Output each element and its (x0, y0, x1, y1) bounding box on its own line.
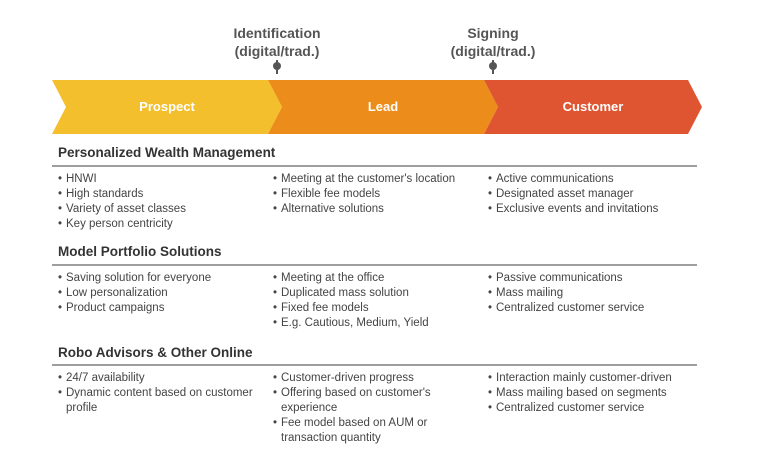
bullet-item: Mass mailing based on segments (488, 386, 693, 401)
bullet-list-lead: Customer-driven progressOffering based o… (273, 371, 448, 446)
bullet-item: Fee model based on AUM or transaction qu… (273, 416, 448, 446)
bullet-item: Designated asset manager (488, 187, 693, 202)
section-divider (52, 165, 697, 167)
process-stages (52, 80, 702, 134)
bullet-list-prospect: 24/7 availabilityDynamic content based o… (58, 371, 263, 416)
bullet-item: Low personalization (58, 286, 258, 301)
bullet-item: E.g. Cautious, Medium, Yield (273, 316, 478, 331)
bullet-list-customer: Interaction mainly customer-drivenMass m… (488, 371, 693, 416)
stage-lead-chevron (268, 80, 498, 134)
bullet-item: 24/7 availability (58, 371, 263, 386)
bullet-list-customer: Active communicationsDesignated asset ma… (488, 172, 693, 217)
bullet-item: High standards (58, 187, 258, 202)
stage-prospect-chevron (52, 80, 282, 134)
bullet-item: Exclusive events and invitations (488, 202, 693, 217)
bullet-item: Fixed fee models (273, 301, 478, 316)
milestone-identification-subtitle: (digital/trad.) (234, 43, 320, 59)
stage-customer-chevron (484, 80, 702, 134)
section-title-personalized-wealth: Personalized Wealth Management (58, 145, 276, 160)
milestone-signing: Signing (digital/trad.) (418, 24, 568, 60)
bullet-item: Dynamic content based on customer profil… (58, 386, 263, 416)
bullet-item: Passive communications (488, 271, 693, 286)
bullet-item: Key person centricity (58, 217, 258, 232)
bullet-item: HNWI (58, 172, 258, 187)
bullet-item: Interaction mainly customer-driven (488, 371, 693, 386)
milestone-identification-marker-dot (273, 62, 281, 70)
bullet-item: Centralized customer service (488, 301, 693, 316)
bullet-list-customer: Passive communicationsMass mailingCentra… (488, 271, 693, 316)
section-title-robo-advisors: Robo Advisors & Other Online (58, 345, 253, 360)
bullet-item: Alternative solutions (273, 202, 478, 217)
bullet-item: Meeting at the office (273, 271, 478, 286)
bullet-item: Saving solution for everyone (58, 271, 258, 286)
stage-lead-label: Lead (367, 99, 399, 114)
section-title-model-portfolio: Model Portfolio Solutions (58, 244, 222, 259)
bullet-item: Duplicated mass solution (273, 286, 478, 301)
bullet-item: Mass mailing (488, 286, 693, 301)
bullet-item: Meeting at the customer's location (273, 172, 478, 187)
bullet-list-lead: Meeting at the customer's locationFlexib… (273, 172, 478, 217)
milestone-identification: Identification (digital/trad.) (202, 24, 352, 60)
bullet-item: Product campaigns (58, 301, 258, 316)
bullet-item: Flexible fee models (273, 187, 478, 202)
bullet-list-prospect: HNWIHigh standardsVariety of asset class… (58, 172, 258, 232)
bullet-item: Centralized customer service (488, 401, 693, 416)
stage-customer-label: Customer (562, 99, 624, 114)
milestone-signing-subtitle: (digital/trad.) (450, 43, 536, 59)
section-divider (52, 364, 697, 366)
bullet-item: Offering based on customer's experience (273, 386, 448, 416)
stage-prospect-label: Prospect (139, 99, 195, 114)
bullet-item: Active communications (488, 172, 693, 187)
bullet-item: Customer-driven progress (273, 371, 448, 386)
bullet-item: Variety of asset classes (58, 202, 258, 217)
bullet-list-prospect: Saving solution for everyoneLow personal… (58, 271, 258, 316)
milestone-identification-title: Identification (233, 25, 321, 41)
section-divider (52, 264, 697, 266)
bullet-list-lead: Meeting at the officeDuplicated mass sol… (273, 271, 478, 331)
milestone-signing-title: Signing (467, 25, 519, 41)
milestone-signing-marker-dot (489, 62, 497, 70)
